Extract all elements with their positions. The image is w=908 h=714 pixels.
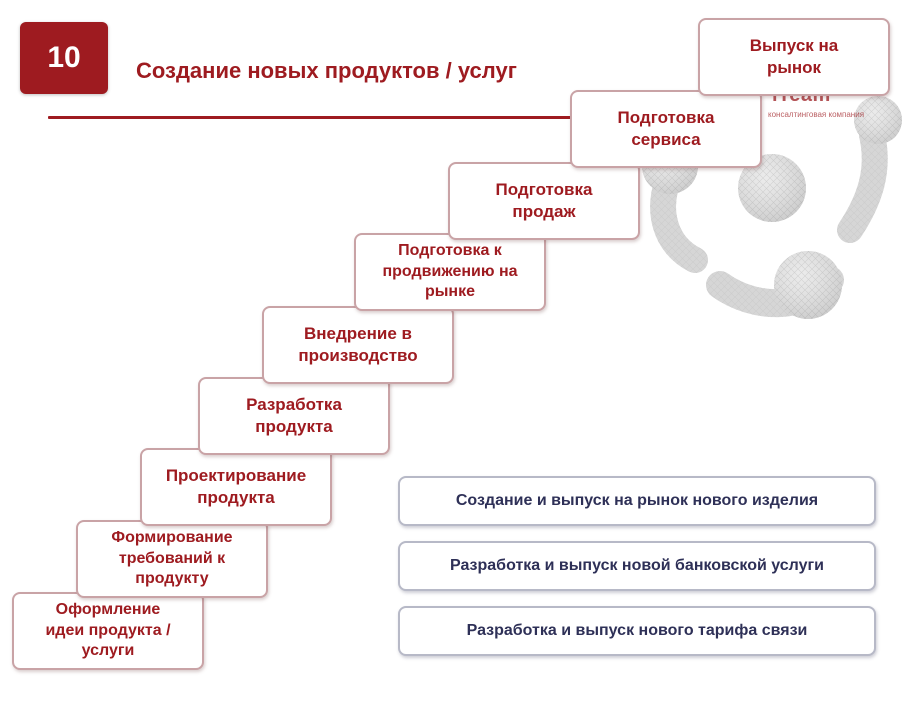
step-market-launch: Выпуск на рынок <box>698 18 890 96</box>
step-development: Разработка продукта <box>198 377 390 455</box>
example-new-tariff: Разработка и выпуск нового тарифа связи <box>398 606 876 656</box>
step-sales-prep: Подготовка продаж <box>448 162 640 240</box>
logo-tagline: консалтинговая компания <box>768 110 864 119</box>
slide-number-badge: 10 <box>20 22 108 94</box>
step-idea: Оформление идеи продукта / услуги <box>12 592 204 670</box>
step-service-prep: Подготовка сервиса <box>570 90 762 168</box>
example-new-bank-service: Разработка и выпуск новой банковской усл… <box>398 541 876 591</box>
step-production: Внедрение в производство <box>262 306 454 384</box>
step-design: Проектирование продукта <box>140 448 332 526</box>
example-new-product: Создание и выпуск на рынок нового издели… <box>398 476 876 526</box>
title-divider <box>48 116 578 119</box>
step-requirements: Формирование требований к продукту <box>76 520 268 598</box>
step-promotion-prep: Подготовка к продвижению на рынке <box>354 233 546 311</box>
slide-number: 10 <box>47 41 80 75</box>
page-title: Создание новых продуктов / услуг <box>136 58 517 84</box>
